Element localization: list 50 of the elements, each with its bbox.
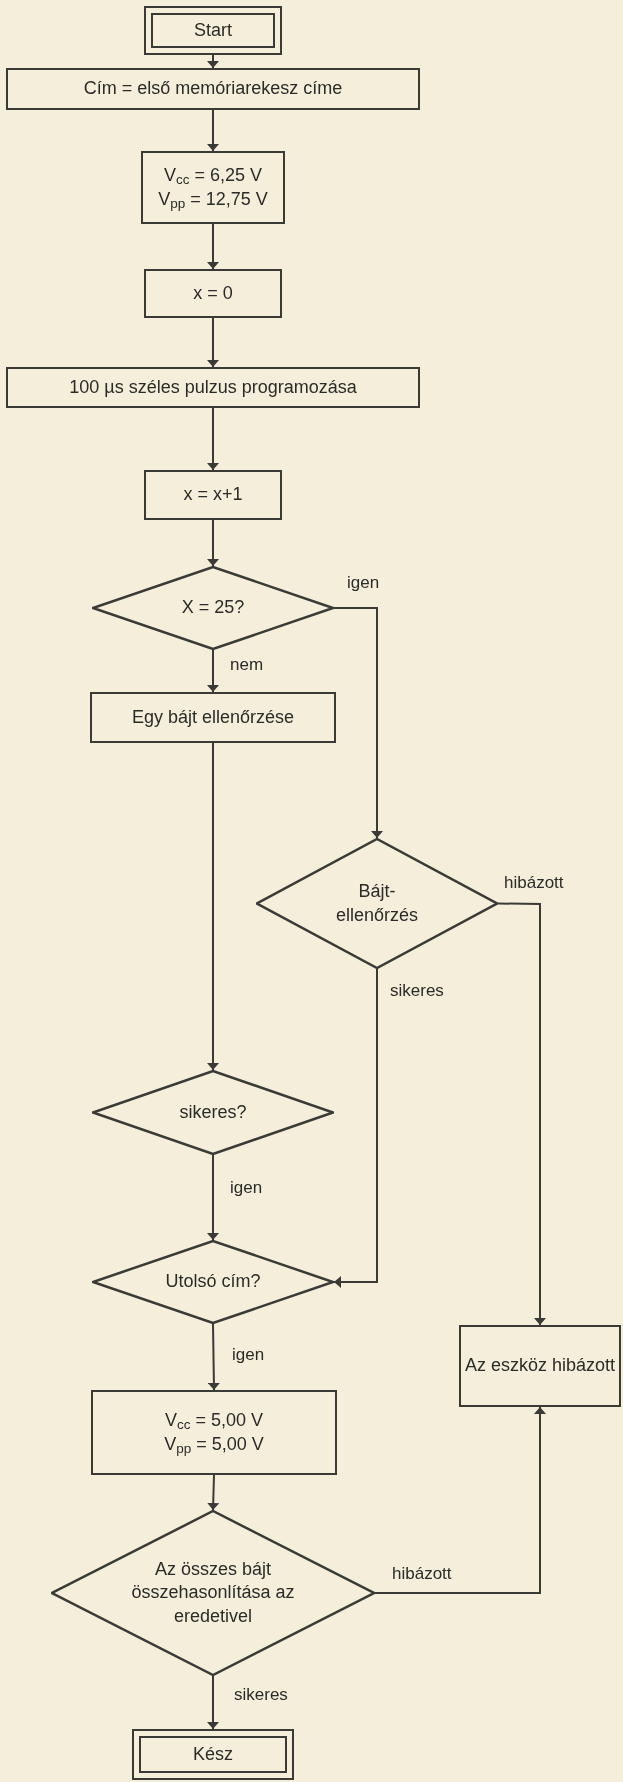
node-text: Bájt-ellenőrzés	[334, 880, 419, 927]
node-text: x = x+1	[183, 483, 243, 507]
process-box	[6, 68, 420, 110]
process-box	[90, 692, 336, 743]
arrow	[209, 519, 217, 567]
arrow	[209, 742, 217, 1071]
process-box	[141, 151, 285, 224]
process-box	[144, 470, 282, 520]
node-text: Egy bájt ellenőrzése	[131, 705, 295, 729]
process-box	[91, 1390, 337, 1475]
edge-label: igen	[230, 1346, 267, 1363]
node-text: V$_{pp}$ = 5,00 V	[164, 1432, 264, 1456]
arrow	[209, 54, 217, 69]
arrow	[209, 1675, 217, 1730]
process-box	[6, 367, 420, 408]
arrow	[209, 109, 217, 152]
node-text: sikeres?	[178, 1100, 248, 1124]
edge-label: igen	[228, 1179, 265, 1196]
edge-label: hibázott	[390, 1565, 454, 1582]
terminal-box	[144, 6, 282, 55]
terminal-box	[132, 1729, 294, 1780]
node-text: V$_{cc}$ = 6,25 V	[163, 164, 263, 188]
node-text: Kész	[193, 1742, 233, 1766]
edge-label: sikeres	[388, 982, 446, 999]
node-text: V$_{pp}$ = 12,75 V	[158, 187, 268, 211]
arrow	[209, 317, 217, 368]
node-text: Utolsó cím?	[164, 1270, 262, 1294]
process-box	[459, 1325, 621, 1407]
arrow	[209, 223, 217, 270]
node-text: Start	[194, 18, 232, 42]
arrow	[209, 1154, 217, 1241]
edge-label: hibázott	[502, 874, 566, 891]
arrow	[210, 1323, 218, 1391]
node-text: x = 0	[193, 281, 233, 305]
edge-label: sikeres	[232, 1686, 290, 1703]
arrow	[333, 607, 381, 839]
node-text: V$_{cc}$ = 5,00 V	[164, 1409, 264, 1433]
arrow	[333, 968, 378, 1286]
arrow	[497, 902, 544, 1326]
node-text: 100 µs széles pulzus programozása	[69, 375, 357, 399]
arrow	[209, 649, 217, 693]
arrow	[209, 1474, 217, 1511]
arrow	[209, 407, 217, 471]
node-text: Az összes bájt összehasonlítása az eredetivel	[130, 1557, 296, 1628]
node-text: Az eszköz hibázott	[464, 1354, 616, 1378]
process-box	[144, 269, 282, 318]
edge-label: igen	[345, 574, 382, 591]
node-text: X = 25?	[180, 596, 246, 620]
arrow	[374, 1406, 544, 1594]
node-text: Cím = első memóriarekesz címe	[83, 77, 343, 101]
